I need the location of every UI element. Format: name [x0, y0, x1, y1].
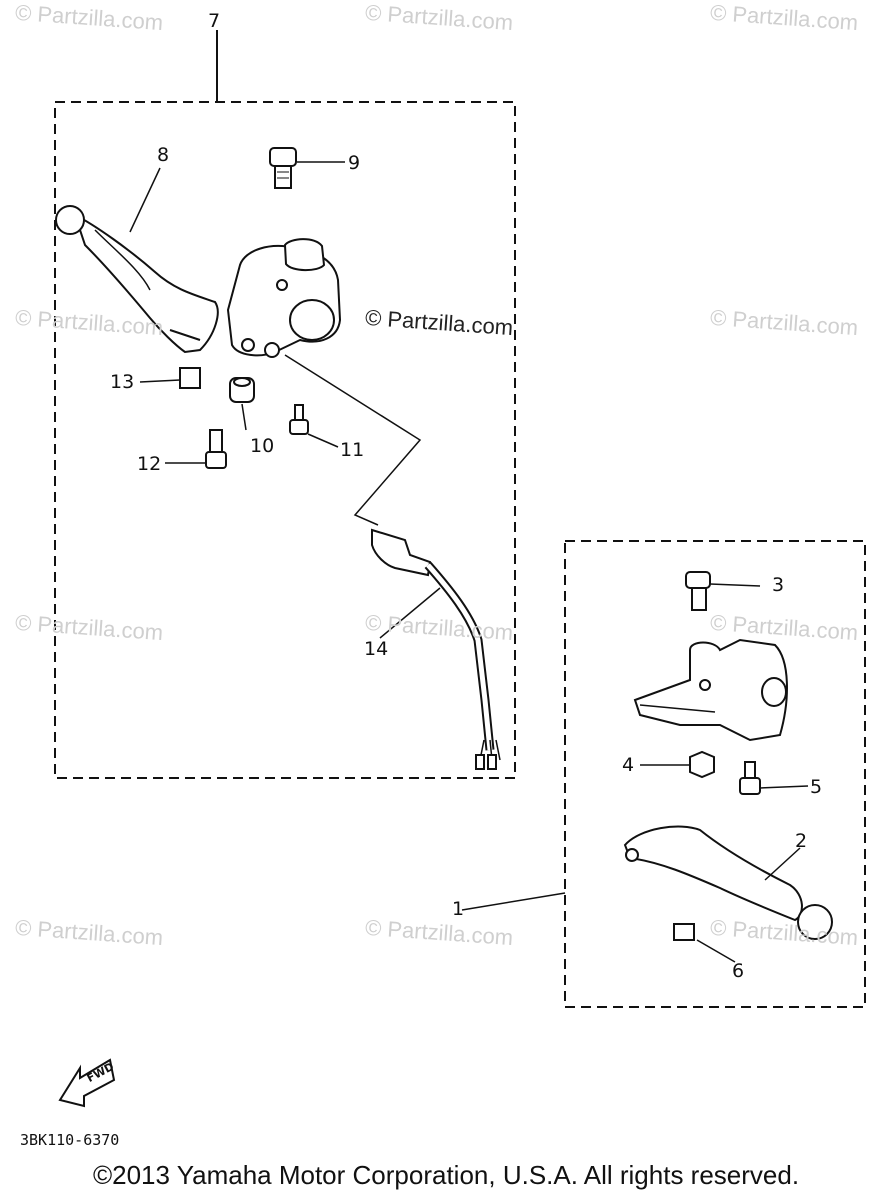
switch-wire-path — [284, 354, 422, 526]
bolt-9 — [269, 147, 297, 189]
bolt-3 — [685, 571, 711, 611]
callout-5: 5 — [810, 776, 823, 798]
callout-3: 3 — [772, 574, 785, 596]
leader-11 — [307, 433, 339, 448]
callout-10: 10 — [250, 435, 275, 457]
callout-7: 7 — [208, 10, 221, 32]
callout-2: 2 — [795, 830, 808, 852]
leader-1 — [461, 892, 566, 911]
leader-10 — [241, 403, 247, 431]
callout-6: 6 — [732, 960, 745, 982]
copyright-notice: ©2013 Yamaha Motor Corporation, U.S.A. A… — [92, 1160, 800, 1190]
nut-6 — [673, 923, 695, 941]
leader-3 — [709, 583, 761, 587]
lever-holder-lower — [633, 638, 788, 742]
part-number: 3BK110-6370 — [20, 1131, 120, 1149]
callout-8: 8 — [157, 144, 170, 166]
leader-2 — [764, 847, 801, 881]
assembly-7-dashed-box — [54, 101, 516, 779]
collar-10 — [229, 377, 255, 403]
callout-14: 14 — [364, 638, 389, 660]
assembly-1-dashed-box — [564, 540, 866, 1008]
leader-6 — [696, 939, 736, 963]
nut-4 — [689, 750, 715, 779]
screw-11 — [289, 404, 309, 435]
fwd-arrow — [58, 1058, 116, 1108]
nut-13 — [179, 367, 201, 389]
lever-2 — [623, 825, 833, 940]
callout-12: 12 — [137, 453, 162, 475]
callout-4: 4 — [622, 754, 635, 776]
callout-13: 13 — [110, 371, 135, 393]
bolt-12 — [205, 429, 227, 469]
screw-5 — [739, 761, 761, 795]
leader-8 — [129, 167, 161, 233]
callout-11: 11 — [340, 439, 365, 461]
callout-1: 1 — [452, 898, 465, 920]
leader-13 — [139, 379, 181, 383]
leader-14 — [379, 587, 441, 639]
lever-8 — [55, 205, 219, 354]
lever-holder-upper — [226, 238, 342, 358]
leader-5 — [759, 785, 809, 789]
switch-14 — [371, 528, 501, 770]
callout-9: 9 — [348, 152, 361, 174]
